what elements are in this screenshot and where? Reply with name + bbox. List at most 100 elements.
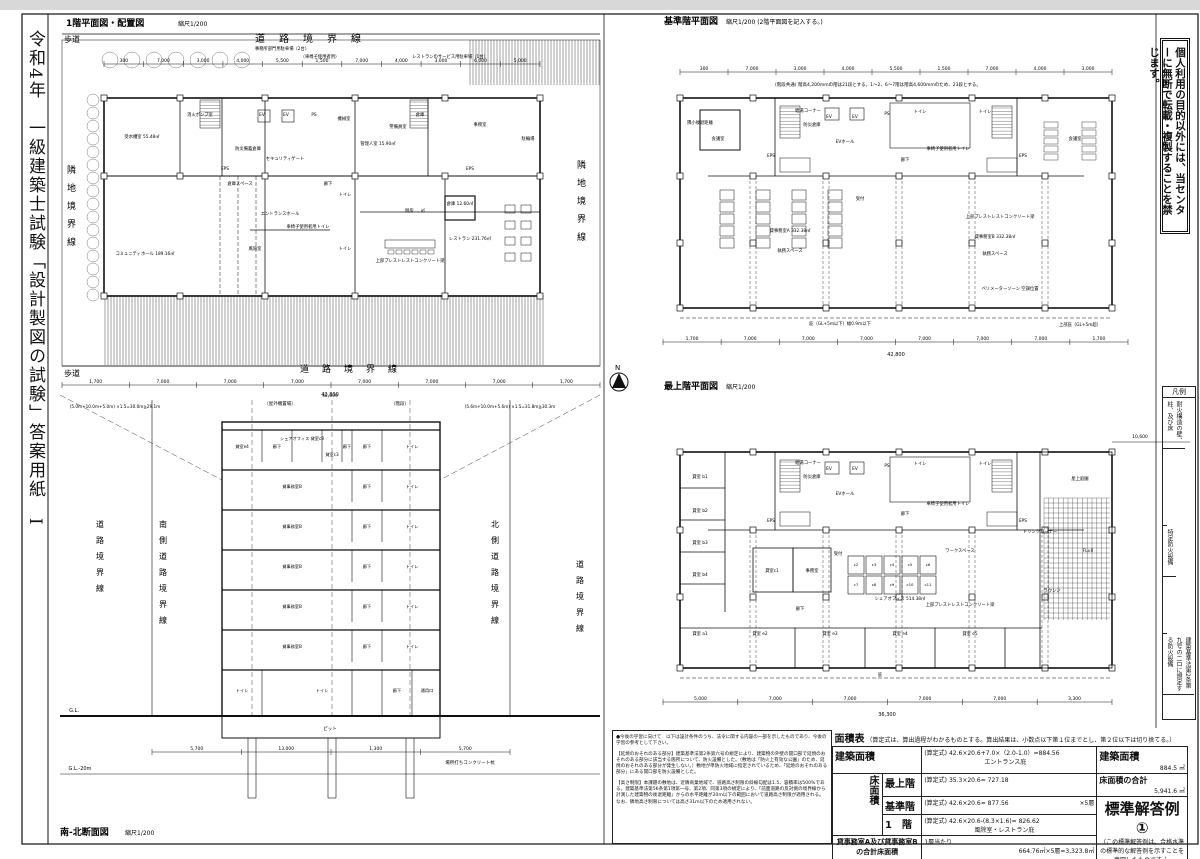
- chair: [412, 250, 418, 254]
- legend-title: 凡例: [1163, 387, 1195, 398]
- room-label: ドリンクコーナー: [1023, 529, 1057, 535]
- column: [823, 95, 829, 101]
- room-label: トイレ: [339, 193, 352, 198]
- column: [442, 293, 448, 299]
- room-label: 庇（GL+5m以下）幅0.9m以下: [809, 320, 871, 327]
- dimension-label: 7,000: [918, 336, 931, 342]
- desk: [792, 214, 806, 224]
- slope-formula-left: (5.0m+10.0m+5.0m) ×1.5=30.0m≧29.1m: [70, 404, 161, 409]
- room-label: エントランスホール: [261, 211, 300, 217]
- room-label: EV: [852, 114, 858, 120]
- room-label: ワークスペース: [945, 548, 974, 554]
- desk: [720, 202, 734, 212]
- dimension-label: 1,700: [686, 336, 699, 342]
- desk: [828, 214, 842, 224]
- tree-icon: [87, 250, 99, 262]
- column: [677, 95, 683, 101]
- area-table: 面積表 （算定式は、算出過程がわかるものとする。算出結果は、小数点以下第１位まで…: [832, 729, 1188, 859]
- pile-note: 場所打ちコンクリート杭: [445, 759, 495, 766]
- dimension-label: 1,300: [369, 746, 382, 752]
- section-room-label: トイレ: [406, 524, 419, 529]
- room-label: トイレ: [979, 110, 992, 115]
- room-label: 倉庫 12.60㎡: [447, 200, 474, 207]
- eps: [987, 512, 1017, 526]
- room-label: 廊下: [796, 605, 805, 612]
- stair-note: (階段共通) 階高4,200mmの階は21段とする。1〜2、6〜7階は階高4,6…: [775, 81, 981, 88]
- room-label: 執務スペース: [777, 247, 802, 254]
- room-label: レストランのサービス用駐車場（1台）: [412, 53, 488, 60]
- room-label: 貸室c1: [765, 567, 779, 574]
- room-label: トイレ: [339, 247, 352, 252]
- room-label: 給湯コーナー: [795, 459, 821, 466]
- area-table-instruction: （算定式は、算出過程がわかるものとする。算出結果は、小数点以下第１位までとし、第…: [866, 737, 1175, 744]
- tree-icon: [87, 211, 99, 223]
- dimension-label: 7,000: [358, 379, 371, 385]
- dimension-label: 300: [700, 66, 709, 72]
- section-room-label: 貸事務室B: [282, 603, 302, 610]
- column: [823, 449, 829, 455]
- booth-label: c9: [890, 582, 895, 587]
- section-room-label: トイレ: [406, 484, 419, 489]
- svg-text:N: N: [615, 364, 620, 372]
- column: [750, 527, 756, 533]
- column: [750, 594, 756, 600]
- first-floor-label: 1 階: [883, 815, 922, 836]
- column: [1109, 95, 1115, 101]
- section-room-label: 貸室c3: [325, 451, 339, 458]
- dimension-label: 3,000: [794, 66, 807, 72]
- room-label: 事務所部門用駐車場（2台）: [255, 45, 309, 52]
- section-scale: 縮尺1/200: [125, 829, 154, 837]
- tree-icon: [168, 52, 184, 68]
- dimension-label: 300: [120, 58, 129, 64]
- column: [896, 527, 902, 533]
- chair: [396, 250, 402, 254]
- column: [896, 305, 902, 311]
- room-label: 貸室 b4: [692, 571, 708, 578]
- floor-area-label: 床面積: [833, 774, 883, 836]
- desk: [828, 226, 842, 236]
- column: [537, 173, 543, 179]
- room-label: 貸室 e2: [752, 630, 768, 637]
- dimension-label: 7,000: [425, 379, 438, 385]
- desk: [756, 226, 770, 236]
- notes-fire-spread: 【延焼のおそれのある部分】建築基準法第2条第六号の規定により、建築物の外壁の開口…: [616, 752, 828, 777]
- table: [505, 221, 515, 229]
- room-label: 隣小後退距離: [687, 119, 713, 126]
- tree-icon: [87, 198, 99, 210]
- section-room-label: 通用口: [421, 687, 434, 694]
- slope-formula-right: (5.6m+10.0m+5.6m) ×1.5=31.8m≧30.3m: [465, 404, 556, 409]
- column: [177, 173, 183, 179]
- room-label: 防災倉庫: [803, 473, 821, 480]
- section-room-label: 貸事務室B: [282, 483, 302, 490]
- room-label: 管理人室 15.90㎡: [360, 140, 396, 147]
- room-label: 貸室 b3: [692, 539, 708, 546]
- room-label: 防災備蓄倉庫: [235, 145, 261, 152]
- room-label: コミュニティホール 189.16㎡: [115, 250, 175, 257]
- column: [823, 305, 829, 311]
- eps: [780, 158, 810, 172]
- answer-note: （この標準解答例は、合格水準の標準的な解答例を示すことを意図したものです。）: [1099, 837, 1185, 859]
- tree-icon: [102, 52, 118, 68]
- room-label: 上部プレストレストコンクリート梁: [966, 213, 1035, 220]
- column: [750, 173, 756, 179]
- desk: [1082, 138, 1096, 144]
- copyright-notice: 個人利用の目的以外には、当センターに無断で転載・複製することを禁じます。: [1160, 38, 1190, 234]
- stair-label: （階段）: [391, 400, 409, 407]
- column: [677, 173, 683, 179]
- dimension-label: 7,000: [1034, 336, 1047, 342]
- room-label: 貸事務室A 332.38㎡: [770, 227, 812, 234]
- total-floor-area-value: 5,941.6: [1154, 788, 1177, 795]
- column: [1042, 173, 1048, 179]
- section-room-label: 貸室e4: [235, 443, 249, 450]
- building-section: [222, 422, 440, 716]
- sidewalk-label-bottom: 歩道: [64, 368, 80, 378]
- desk: [792, 190, 806, 200]
- building-area-label: 建築面積: [833, 747, 922, 774]
- room-label: 受水槽室 55.48㎡: [124, 133, 160, 140]
- dimension-label: 5,700: [190, 746, 203, 752]
- rental-area-label: 貸事務室A及び貸事務室Bの合計床面積: [833, 836, 922, 859]
- room-label: 上部プレストレストコンクリート梁: [376, 257, 445, 264]
- column: [969, 594, 975, 600]
- section-room-label: 廊下: [363, 483, 371, 490]
